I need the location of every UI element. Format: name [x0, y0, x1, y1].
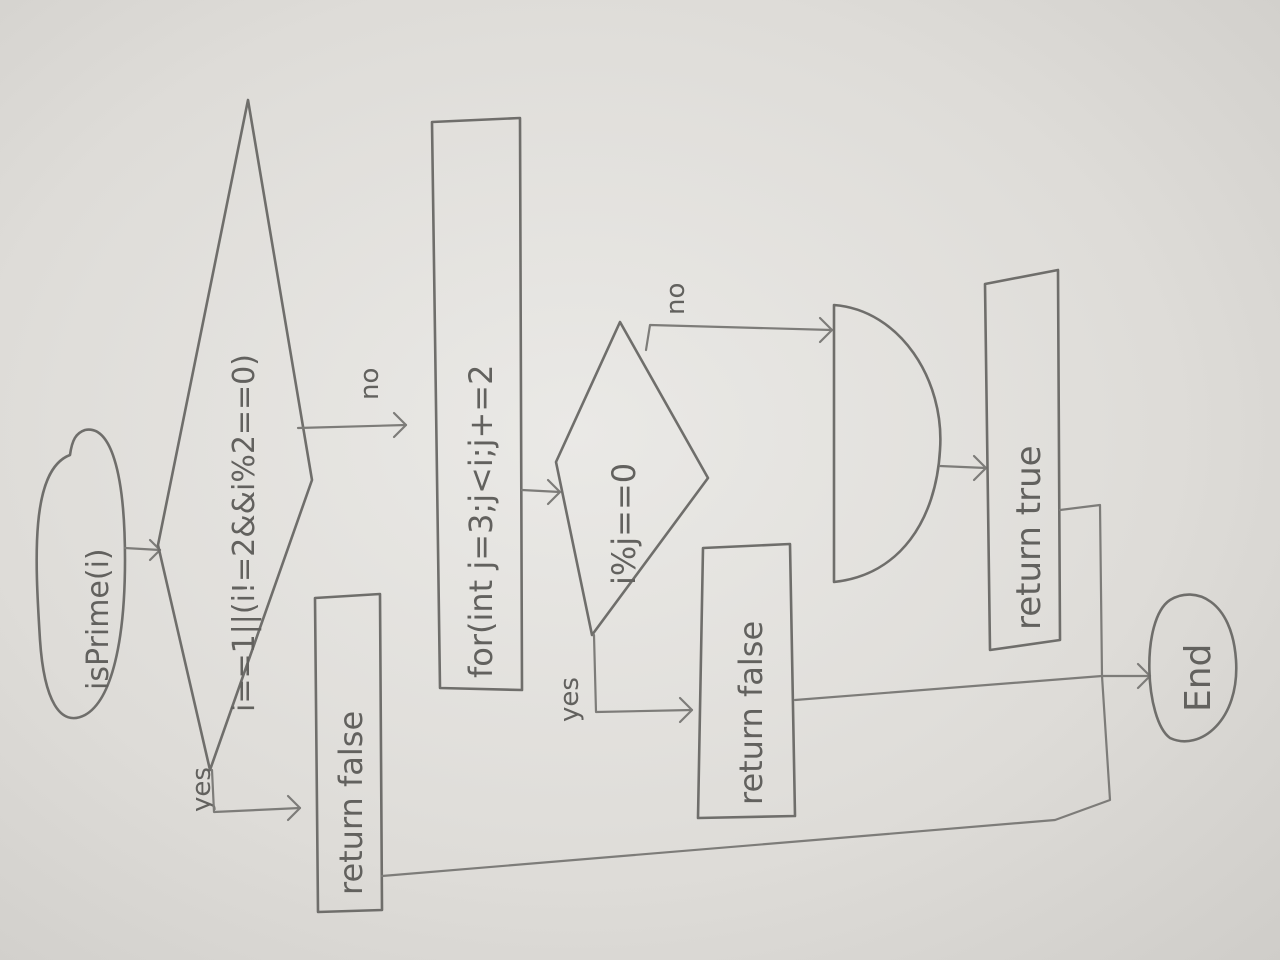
- decision-1-label: i==1||(i!=2&&i%2==0): [227, 354, 262, 712]
- decision-1-no-connector: [296, 423, 408, 430]
- merge-to-return-true-arrowhead: [972, 454, 988, 482]
- decision-1-no-label: no: [355, 368, 385, 400]
- return-true-node: return true: [983, 268, 1062, 652]
- loop-to-decision-2-connector: [520, 488, 562, 494]
- start-to-decision-connector: [123, 546, 162, 552]
- decision-2-label: i%j==0: [605, 463, 643, 585]
- return-false-1-label: return false: [332, 711, 370, 895]
- return-false-2-node: return false: [696, 542, 797, 820]
- return-true-to-end-connector: [1058, 503, 1104, 678]
- loop-node: for(int j=3;j<i;j+=2: [430, 116, 524, 692]
- decision-2-yes-connector: [592, 633, 694, 714]
- decision-2-node: i%j==0: [554, 320, 710, 637]
- decision-1-yes-arrowhead: [286, 794, 302, 822]
- end-node: End: [1148, 593, 1238, 743]
- decision-2-no-arrowhead: [818, 316, 834, 344]
- merge-node: [832, 303, 942, 584]
- decision-1-yes-connector: [210, 768, 302, 814]
- return-false-1-node: return false: [313, 592, 384, 914]
- decision-2-yes-arrowhead: [678, 696, 694, 724]
- return-false-2-to-end-connector: [793, 674, 1152, 702]
- loop-label: for(int j=3;j<i;j+=2: [462, 365, 500, 678]
- decision-1-no-arrowhead: [392, 411, 408, 439]
- end-label: End: [1178, 644, 1219, 712]
- merge-to-return-true-connector: [938, 464, 988, 470]
- start-label: isPrime(i): [81, 548, 116, 690]
- decision-2-yes-label: yes: [555, 677, 585, 722]
- return-false-2-label: return false: [732, 621, 770, 805]
- decision-2-no-label: no: [661, 283, 691, 315]
- return-false-1-to-end-connector: [380, 674, 1112, 878]
- loop-to-decision-2-arrowhead: [546, 478, 562, 506]
- decision-1-node: i==1||(i!=2&&i%2==0): [156, 98, 314, 772]
- start-node: isPrime(i): [35, 428, 127, 720]
- decision-2-no-connector: [644, 323, 834, 352]
- return-true-label: return true: [1009, 445, 1049, 630]
